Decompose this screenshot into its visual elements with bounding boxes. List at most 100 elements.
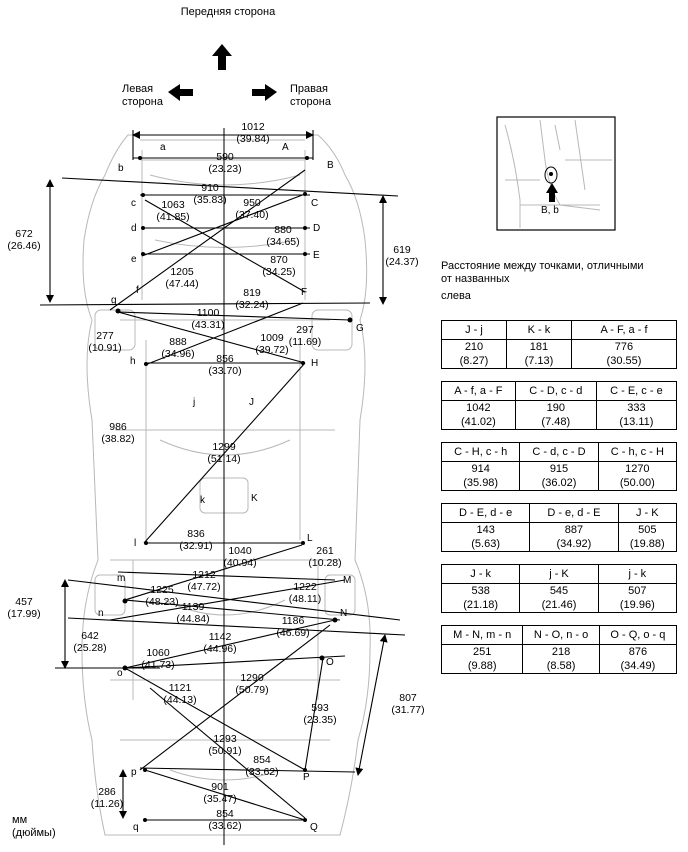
dim-in: (47.44) bbox=[165, 278, 198, 290]
table-row-inch: (21.18)(21.46)(19.96) bbox=[440, 598, 678, 613]
dim-mm: 1040 bbox=[228, 545, 252, 557]
table-cell-inch: (21.46) bbox=[519, 598, 599, 613]
inset-arrow-icon bbox=[546, 183, 558, 202]
point-label: d bbox=[131, 223, 137, 234]
table-cell-inch: (8.58) bbox=[522, 659, 600, 674]
table-header-cell: J - k bbox=[440, 564, 521, 584]
table-header-cell: N - O, n - o bbox=[522, 625, 600, 645]
table-cell-mm: 776 bbox=[570, 339, 678, 354]
dim-in: (34.96) bbox=[161, 348, 194, 360]
table-cell-inch: (34.92) bbox=[529, 537, 619, 552]
dim-mm: 1225 bbox=[150, 584, 174, 596]
point-label: F bbox=[301, 287, 307, 298]
table-cell-inch: (7.13) bbox=[505, 354, 572, 369]
point-label: e bbox=[131, 254, 137, 265]
table-cell-inch: (41.02) bbox=[441, 415, 516, 430]
point-label: D bbox=[313, 223, 320, 234]
note-line-1: Расстояние между точками, отличными bbox=[441, 260, 644, 272]
dim-mm: 836 bbox=[187, 528, 205, 540]
dim-mm: 642 bbox=[81, 630, 99, 642]
vehicle-underbody-outline bbox=[81, 134, 371, 836]
dim-in: (33.70) bbox=[208, 365, 241, 377]
dim-mm: 819 bbox=[243, 287, 261, 299]
table-cell-mm: 507 bbox=[597, 583, 678, 598]
point-label: j bbox=[192, 397, 195, 408]
table-cell-inch: (8.27) bbox=[441, 354, 507, 369]
dim-mm: 593 bbox=[311, 702, 329, 714]
table-header-cell: C - E, c - e bbox=[595, 381, 678, 401]
dim-mm: 880 bbox=[274, 224, 292, 236]
point-label: B bbox=[327, 160, 334, 171]
dim-in: (41.73) bbox=[141, 659, 174, 671]
dim-in: (11.26) bbox=[91, 798, 124, 810]
dim-mm: 1205 bbox=[170, 266, 194, 278]
measurement-points bbox=[115, 156, 353, 822]
table-row-inch: (5.63)(34.92)(19.88) bbox=[440, 537, 678, 552]
table-cell-mm: 181 bbox=[505, 339, 572, 354]
dim-in: (34.25) bbox=[262, 266, 295, 278]
table-cell-inch: (19.96) bbox=[597, 598, 678, 613]
point-label: H bbox=[311, 358, 318, 369]
table-row-inch: (35.98)(36.02)(50.00) bbox=[440, 476, 678, 491]
table-row-inch: (41.02)(7.48)(13.11) bbox=[441, 415, 678, 430]
point-label: n bbox=[98, 608, 104, 619]
dim-in: (17.99) bbox=[7, 608, 40, 620]
point-label: f bbox=[136, 285, 139, 296]
table-cell-inch: (13.11) bbox=[595, 415, 678, 430]
table-cell-mm: 876 bbox=[598, 644, 678, 659]
table-cell-inch: (30.55) bbox=[570, 354, 678, 369]
table-cell-inch: (36.02) bbox=[519, 476, 599, 491]
dim-mm: 870 bbox=[270, 254, 288, 266]
dim-in: (11.69) bbox=[289, 336, 322, 348]
dim-mm: 1063 bbox=[161, 199, 185, 211]
dim-in: (46.69) bbox=[276, 627, 309, 639]
units-inch: (дюймы) bbox=[12, 827, 56, 839]
table-header-cell: J - K bbox=[617, 503, 678, 523]
table-header-cell: C - d, c - D bbox=[519, 442, 599, 462]
dimension-arrows bbox=[46, 130, 388, 819]
dim-mm: 672 bbox=[15, 228, 33, 240]
dim-mm: 1012 bbox=[241, 121, 265, 133]
table-cell-mm: 210 bbox=[441, 339, 507, 354]
dim-mm: 1060 bbox=[146, 647, 170, 659]
dim-mm: 286 bbox=[98, 786, 116, 798]
dim-in: (39.72) bbox=[255, 344, 288, 356]
table-cell-inch: (35.98) bbox=[440, 476, 521, 491]
table-header-cell: M - N, m - n bbox=[440, 625, 524, 645]
dim-in: (44.84) bbox=[176, 613, 209, 625]
table-cell-mm: 538 bbox=[440, 583, 521, 598]
inset-detail: B, b bbox=[496, 116, 616, 231]
dim-in: (44.96) bbox=[203, 643, 236, 655]
dimension-labels: 1012 (39.84) 590 (23.23) 910 (35.83) 106… bbox=[7, 121, 424, 832]
point-label: l bbox=[134, 538, 136, 549]
measurement-lines bbox=[39, 157, 406, 821]
dim-mm: 1139 bbox=[182, 601, 205, 613]
dim-mm: 950 bbox=[243, 197, 261, 209]
dim-mm: 261 bbox=[316, 545, 334, 557]
dim-in: (47.72) bbox=[187, 581, 220, 593]
table-cell-inch: (34.49) bbox=[598, 659, 678, 674]
right-side-caption-2: сторона bbox=[290, 96, 332, 108]
point-label: p bbox=[131, 767, 137, 778]
point-label: k bbox=[200, 495, 206, 506]
table-cell-mm: 887 bbox=[529, 522, 619, 537]
dim-in: (41.85) bbox=[156, 211, 189, 223]
table-header-cell: j - K bbox=[519, 564, 599, 584]
dim-in: (37.40) bbox=[235, 209, 268, 221]
point-labels: a A b B c C d D e E f F g G h H j J k K … bbox=[98, 142, 364, 833]
table-cell-inch: (21.18) bbox=[440, 598, 521, 613]
dim-mm: 1100 bbox=[197, 307, 220, 319]
table-row-inch: (8.27)(7.13)(30.55) bbox=[441, 354, 678, 369]
arrow-left-icon bbox=[168, 84, 193, 101]
table-header-cell: J - j bbox=[441, 320, 507, 340]
dim-in: (35.47) bbox=[203, 793, 236, 805]
